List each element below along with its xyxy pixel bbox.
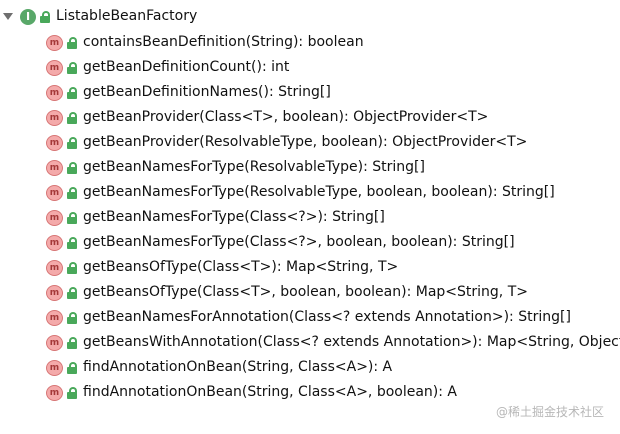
method-icon: m — [46, 134, 63, 151]
public-lock-icon — [67, 111, 77, 125]
method-icon: m — [46, 359, 63, 376]
tree-method-row[interactable]: m getBeansWithAnnotation(Class<? extends … — [46, 330, 620, 355]
tree-method-row[interactable]: m getBeanNamesForType(ResolvableType): St… — [46, 155, 425, 180]
tree-method-row[interactable]: m getBeanNamesForType(Class<?>): String[] — [46, 205, 385, 230]
watermark-text: @稀土掘金技术社区 — [495, 405, 604, 419]
method-label: getBeanDefinitionNames(): String[] — [83, 84, 331, 100]
method-label: containsBeanDefinition(String): boolean — [83, 34, 364, 50]
public-lock-icon — [67, 236, 77, 250]
method-icon: m — [46, 209, 63, 226]
public-lock-icon — [67, 336, 77, 350]
method-icon: m — [46, 334, 63, 351]
method-icon: m — [46, 184, 63, 201]
tree-method-row[interactable]: m getBeanProvider(ResolvableType, boolean… — [46, 130, 527, 155]
method-icon: m — [46, 284, 63, 301]
method-label: getBeanNamesForType(Class<?>, boolean, b… — [83, 234, 515, 250]
method-label: getBeanProvider(Class<T>, boolean): Obje… — [83, 109, 489, 125]
public-lock-icon — [67, 161, 77, 175]
public-lock-icon — [67, 361, 77, 375]
tree-method-row[interactable]: m getBeanNamesForType(Class<?>, boolean, … — [46, 230, 515, 255]
method-label: getBeanProvider(ResolvableType, boolean)… — [83, 134, 528, 150]
public-lock-icon — [67, 211, 77, 225]
method-label: getBeansOfType(Class<T>, boolean, boolea… — [83, 284, 528, 300]
method-icon: m — [46, 34, 63, 51]
public-lock-icon — [67, 261, 77, 275]
tree-method-row[interactable]: m getBeansOfType(Class<T>): Map<String, T… — [46, 255, 398, 280]
tree-method-row[interactable]: m containsBeanDefinition(String): boolean — [46, 30, 364, 55]
tree-method-row[interactable]: m getBeansOfType(Class<T>, boolean, boole… — [46, 280, 528, 305]
tree-method-row[interactable]: m getBeanNamesForType(ResolvableType, boo… — [46, 180, 555, 205]
method-icon: m — [46, 59, 63, 76]
tree-method-row[interactable]: m getBeanDefinitionCount(): int — [46, 55, 289, 80]
public-lock-icon — [67, 386, 77, 400]
method-label: getBeansWithAnnotation(Class<? extends A… — [83, 334, 620, 350]
method-icon: m — [46, 384, 63, 401]
public-lock-icon — [67, 36, 77, 50]
tree-root-listable-bean-factory[interactable]: I ListableBeanFactory — [0, 4, 197, 29]
expand-arrow-icon[interactable] — [2, 11, 14, 23]
tree-method-row[interactable]: m getBeanDefinitionNames(): String[] — [46, 80, 331, 105]
method-icon: m — [46, 159, 63, 176]
method-label: getBeansOfType(Class<T>): Map<String, T> — [83, 259, 399, 275]
public-lock-icon — [67, 86, 77, 100]
tree-method-row[interactable]: m getBeanProvider(Class<T>, boolean): Obj… — [46, 105, 488, 130]
public-lock-icon — [67, 61, 77, 75]
watermark: @稀土掘金技术社区 — [493, 403, 604, 420]
interface-icon: I — [20, 8, 36, 25]
tree-root-label: ListableBeanFactory — [56, 8, 198, 24]
method-icon: m — [46, 234, 63, 251]
method-label: getBeanNamesForType(Class<?>): String[] — [83, 209, 385, 225]
method-icon: m — [46, 109, 63, 126]
method-label: getBeanDefinitionCount(): int — [83, 59, 290, 75]
public-lock-icon — [40, 10, 50, 24]
tree-method-row[interactable]: m findAnnotationOnBean(String, Class<A>):… — [46, 355, 392, 380]
method-label: getBeanNamesForAnnotation(Class<? extend… — [83, 309, 571, 325]
method-icon: m — [46, 84, 63, 101]
public-lock-icon — [67, 286, 77, 300]
public-lock-icon — [67, 186, 77, 200]
method-icon: m — [46, 259, 63, 276]
tree-method-row[interactable]: m getBeanNamesForAnnotation(Class<? exten… — [46, 305, 571, 330]
method-label: findAnnotationOnBean(String, Class<A>, b… — [83, 384, 458, 400]
method-label: getBeanNamesForType(ResolvableType, bool… — [83, 184, 555, 200]
method-label: findAnnotationOnBean(String, Class<A>): … — [83, 359, 393, 375]
public-lock-icon — [67, 311, 77, 325]
public-lock-icon — [67, 136, 77, 150]
method-icon: m — [46, 309, 63, 326]
tree-method-row[interactable]: m findAnnotationOnBean(String, Class<A>, … — [46, 380, 457, 405]
method-label: getBeanNamesForType(ResolvableType): Str… — [83, 159, 425, 175]
